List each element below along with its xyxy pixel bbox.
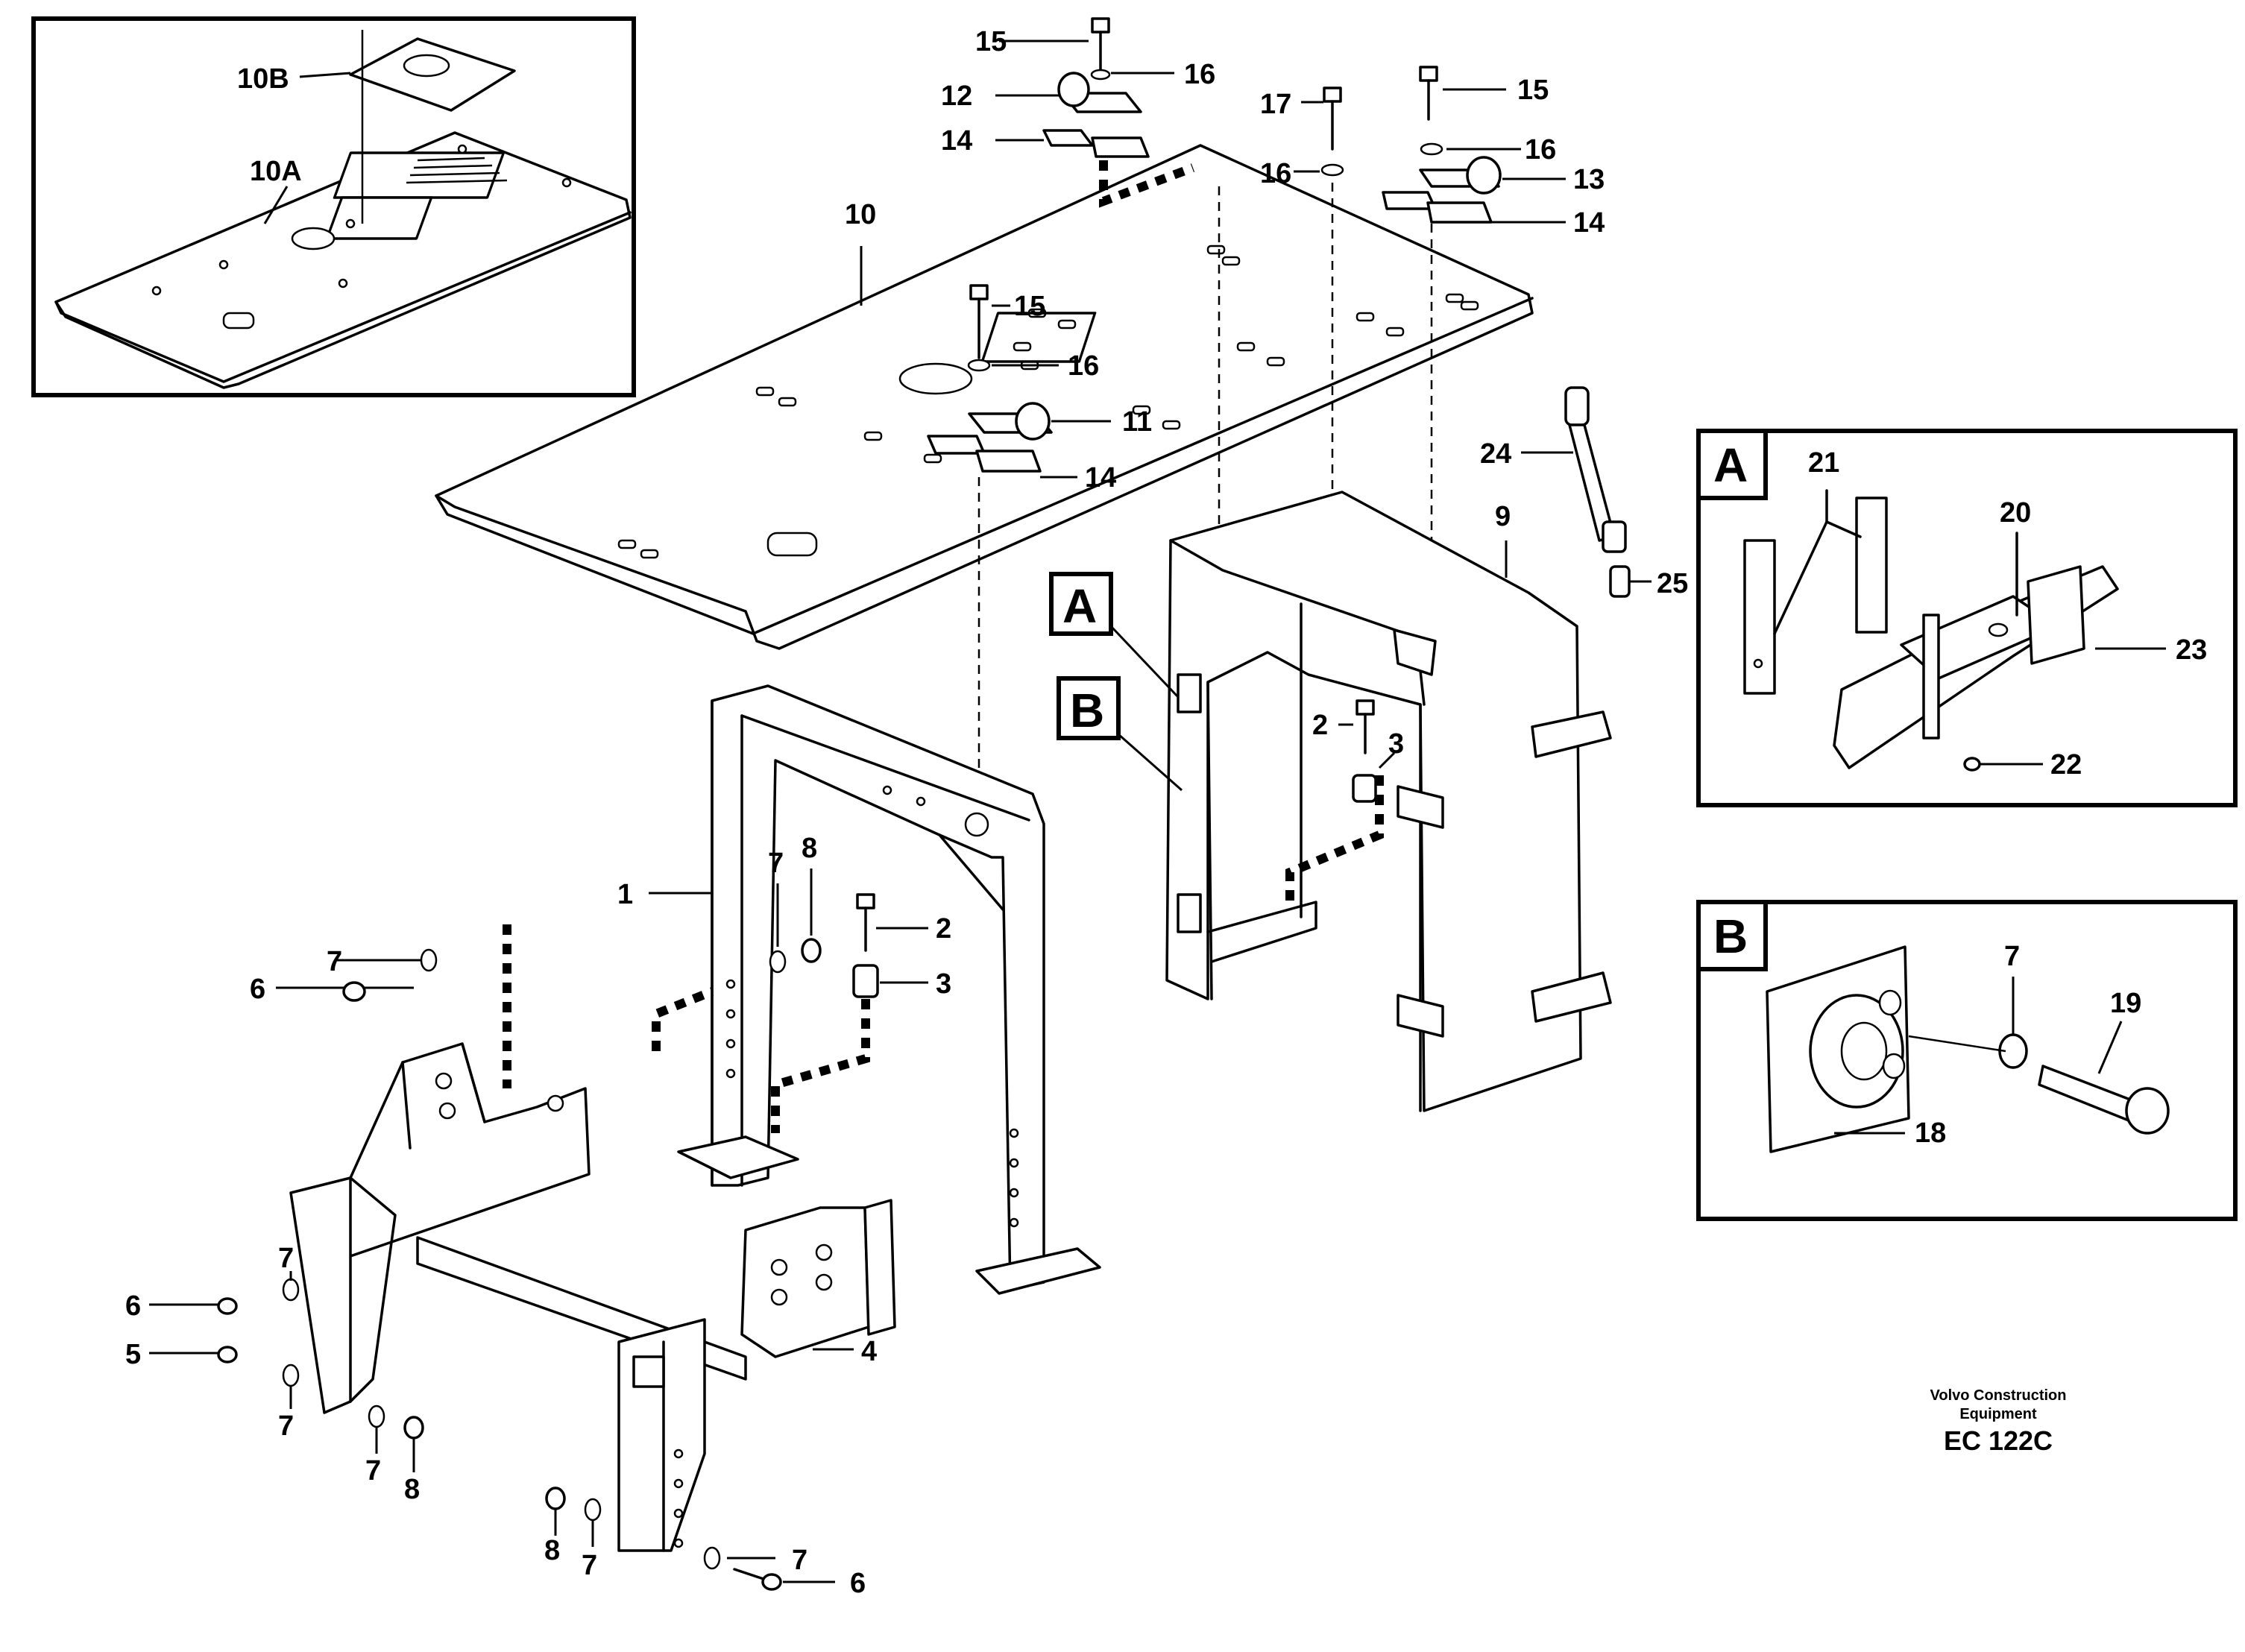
callout-8-frame: 8: [802, 833, 817, 864]
inset-b-label: B: [1713, 909, 1748, 963]
callout-11: 11: [1122, 406, 1152, 438]
footer-credit: Volvo Construction Equipment EC 122C: [1930, 1387, 2067, 1456]
plate-21-right: [1855, 496, 1888, 634]
callout-2-right: 2: [1312, 710, 1328, 741]
crossmember-4: 4: [289, 924, 896, 1552]
callout-6-bottom: 6: [850, 1568, 866, 1599]
callout-7-left-lower: 7: [278, 1410, 294, 1442]
callout-16-middle: 16: [1068, 350, 1099, 382]
shim-14: [1042, 129, 1094, 147]
footer-company-line1: Volvo Construction: [1930, 1387, 2067, 1404]
callout-19: 19: [2110, 988, 2141, 1019]
callout-21: 21: [1808, 447, 1839, 479]
view-markers: A B: [1049, 572, 1183, 792]
callout-16-right: 16: [1525, 134, 1556, 165]
callout-9: 9: [1495, 501, 1511, 532]
floor-plate-10: 10: [435, 144, 1534, 650]
inset-frame-10: [31, 16, 636, 397]
inset-b-mount: B 18 7 19: [1696, 900, 2238, 1221]
callout-15-right: 15: [1517, 75, 1549, 106]
callout-8-bottom-b: 8: [544, 1535, 560, 1566]
callout-25: 25: [1657, 568, 1688, 599]
hinge-hardware-middle: 15 16 11 14: [927, 284, 1152, 494]
cabinet-9: 9 2 3: [1165, 491, 1612, 1112]
inset-a-latch: A 21 20 23 22: [1696, 429, 2238, 807]
view-marker-b: B: [1070, 684, 1104, 737]
callout-5: 5: [125, 1339, 141, 1370]
callout-7-frame: 7: [768, 848, 784, 879]
callout-7-bottom-c: 7: [792, 1545, 807, 1576]
plate-21-left: [1743, 539, 1776, 695]
latch-handle-upper: [1531, 710, 1612, 758]
callout-14-middle: 14: [1085, 462, 1116, 494]
callout-18: 18: [1915, 1117, 1946, 1149]
callout-7-left-upper: 7: [278, 1243, 294, 1274]
callout-16-mid: 16: [1260, 158, 1291, 189]
callout-12: 12: [941, 81, 972, 112]
shim-14-middle: [975, 450, 1042, 473]
support-frame-1: 1 2 3 7 8: [617, 684, 1101, 1295]
callout-6-left: 6: [125, 1290, 141, 1322]
callout-7-inset: 7: [2004, 941, 2020, 972]
callout-8-bottom-a: 8: [404, 1474, 420, 1505]
callout-14-right: 14: [1573, 207, 1605, 239]
inset-10a-10b: 10B 10A: [31, 16, 636, 397]
callout-22: 22: [2050, 749, 2082, 781]
inset-a-label: A: [1713, 438, 1748, 492]
callout-7-bottom-b: 7: [582, 1550, 597, 1581]
callout-15-middle: 15: [1014, 291, 1045, 322]
callout-17: 17: [1260, 89, 1291, 120]
view-marker-a: A: [1062, 579, 1097, 633]
callout-13: 13: [1573, 164, 1605, 195]
callout-7-bottom-a: 7: [365, 1455, 381, 1487]
callout-14-top: 14: [941, 125, 972, 157]
hinge-hardware-right: 17 16 15 16 13 14: [1260, 66, 1605, 239]
callout-3-right: 3: [1388, 728, 1404, 760]
callout-7-top: 7: [327, 946, 342, 977]
callout-2-left: 2: [936, 913, 951, 945]
callout-3-left: 3: [936, 968, 951, 1000]
bolt-15-head: [1091, 17, 1110, 34]
ball-stud-25: [1609, 565, 1631, 598]
callout-10a: 10A: [250, 156, 302, 187]
callout-6-top: 6: [250, 974, 265, 1005]
callout-24: 24: [1480, 438, 1511, 470]
callout-10: 10: [845, 199, 876, 230]
shim-14-right: [1426, 201, 1493, 224]
callout-10b: 10B: [237, 63, 289, 95]
callout-4: 4: [861, 1336, 877, 1367]
footer-diagram-code: EC 122C: [1944, 1425, 2053, 1456]
bolt-19: [2038, 1065, 2141, 1123]
latch-handle-lower: [1531, 971, 1612, 1023]
callout-15-top: 15: [975, 26, 1007, 57]
hinge-hardware-left: 15 16 12 14: [941, 17, 1215, 208]
gas-spring-24: 24 25: [1480, 386, 1688, 599]
callout-16-top: 16: [1184, 59, 1215, 90]
callout-23: 23: [2176, 634, 2207, 666]
fasteners-bottom: 6 7 6 5 7 7 7 8 8 7 7 6: [125, 946, 866, 1599]
callout-20: 20: [2000, 497, 2031, 529]
callout-1: 1: [617, 879, 633, 910]
footer-company-line2: Equipment: [1959, 1406, 2037, 1422]
